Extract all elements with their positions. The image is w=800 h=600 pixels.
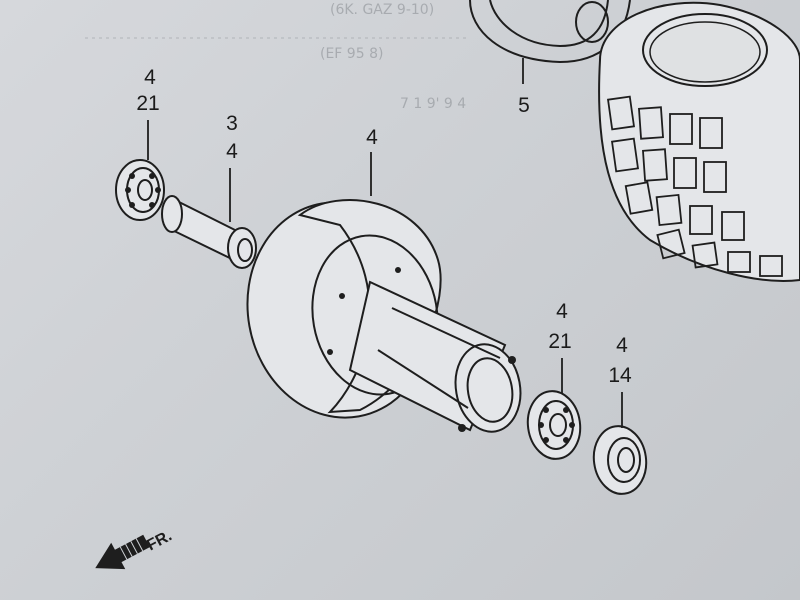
front-arrow-icon xyxy=(95,534,150,570)
leader-lines xyxy=(147,58,623,428)
callout-hub: 4 xyxy=(366,126,378,149)
spacer-illustration xyxy=(161,195,257,269)
front-direction-indicator: FR. xyxy=(95,527,175,570)
bleed-through-text-1: (6K. GAZ 9-10) xyxy=(330,2,434,18)
left-bearing-illustration xyxy=(115,159,165,221)
bleed-through-text-2: (EF 95 8) xyxy=(320,46,383,62)
callout-spacer-ref: 3 xyxy=(226,112,238,135)
callout-seal-ref: 14 xyxy=(608,364,632,387)
bleed-through-text-3: 7 1 9' 9 4 xyxy=(400,96,466,112)
front-direction-label: FR. xyxy=(144,527,175,554)
callout-bearing-right-ref: 21 xyxy=(548,330,571,353)
callout-tire: 5 xyxy=(518,94,530,117)
callout-seal-qty: 4 xyxy=(616,334,628,357)
hub-illustration xyxy=(246,199,522,433)
right-bearing-illustration xyxy=(526,390,582,460)
callout-spacer-qty: 4 xyxy=(226,140,238,163)
seal-illustration xyxy=(592,425,648,495)
tire-illustration xyxy=(469,0,800,282)
callout-bearing-left-qty: 4 xyxy=(144,66,156,89)
callout-bearing-left-ref: 21 xyxy=(136,92,159,115)
callout-bearing-right-qty: 4 xyxy=(556,300,568,323)
